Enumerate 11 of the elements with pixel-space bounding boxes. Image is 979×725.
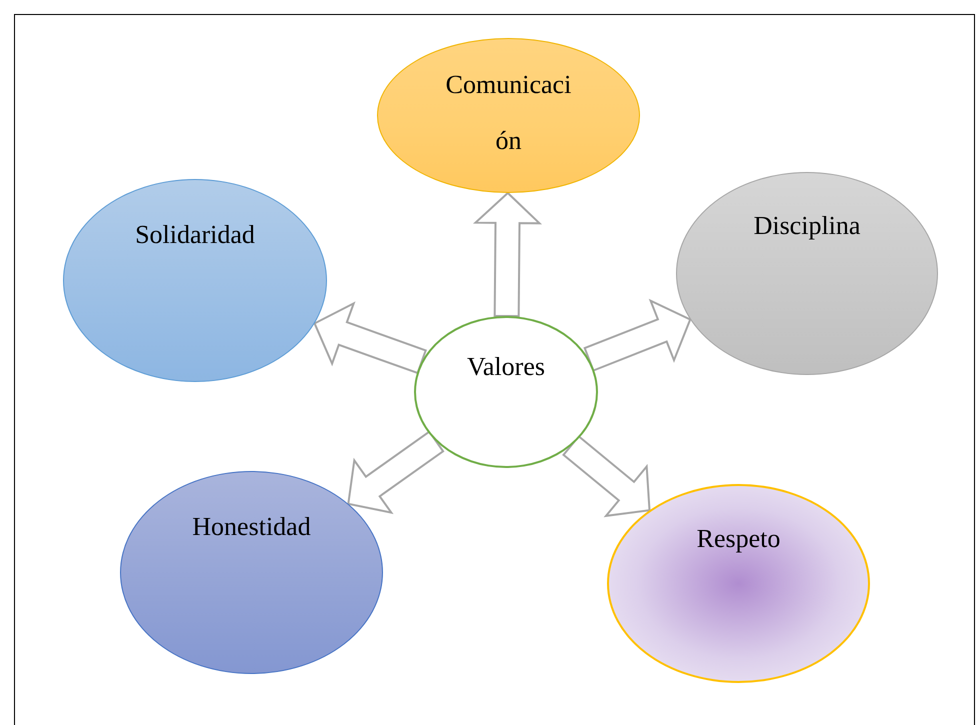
block-arrow: [472, 192, 542, 318]
node-label: Solidaridad: [135, 219, 255, 251]
node-label: Respeto: [696, 523, 780, 555]
node-label: Honestidad: [192, 511, 311, 543]
node-label: Disciplina: [754, 210, 860, 242]
block-arrow: [562, 435, 651, 518]
block-arrow: [347, 430, 444, 514]
node-label: Valores: [467, 351, 545, 383]
block-arrow: [583, 298, 692, 372]
block-arrow: [313, 301, 427, 374]
node-label: Comunicación: [444, 69, 572, 157]
